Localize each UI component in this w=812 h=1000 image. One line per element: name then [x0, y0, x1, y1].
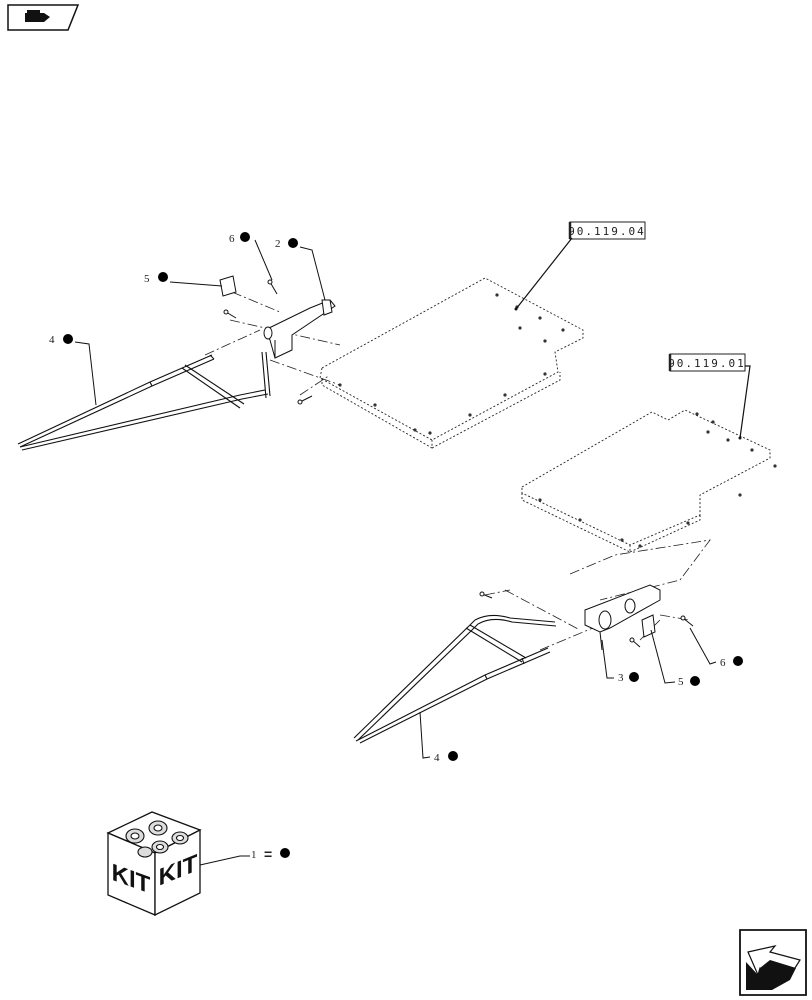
upper-bolts: [223, 279, 313, 405]
callout-5-upper[interactable]: 5: [144, 272, 223, 287]
callout-dot: [448, 751, 458, 761]
callout-3[interactable]: 3: [601, 639, 639, 684]
lower-bolts: [479, 591, 694, 648]
upper-plate: [219, 275, 237, 297]
ref-label-lower: 90.119.01: [668, 357, 746, 370]
kit-equals-sign: =: [264, 846, 272, 862]
upper-platform: [319, 277, 584, 449]
callout-2[interactable]: 2: [275, 238, 326, 301]
callout-4-lower[interactable]: 4: [419, 711, 458, 764]
callout-label-4-lower: 4: [434, 752, 440, 764]
lower-dash-dot-lines: [484, 539, 711, 651]
lower-frame: [353, 614, 557, 744]
callout-dot: [240, 232, 250, 242]
upper-frame: [17, 351, 271, 451]
upper-bracket: [263, 299, 336, 359]
book-nav-icon[interactable]: [7, 4, 80, 31]
callout-label-1: 1: [251, 849, 257, 861]
callout-dot: [63, 334, 73, 344]
callout-dot: [733, 656, 743, 666]
kit-box-illustration: KIT KIT: [106, 811, 202, 917]
ref-label-upper: 90.119.04: [568, 225, 646, 238]
lower-platform-holes: [538, 412, 777, 548]
callout-label-3: 3: [618, 672, 624, 684]
lower-plate: [641, 614, 656, 638]
ref-box-lower[interactable]: 90.119.01: [668, 353, 751, 440]
callout-dot: [629, 672, 639, 682]
callout-label-4-upper: 4: [49, 334, 55, 346]
callout-5-lower[interactable]: 5: [650, 629, 700, 688]
callout-label-2: 2: [275, 238, 281, 250]
callout-dot: [158, 272, 168, 282]
callout-6-upper[interactable]: 6: [229, 232, 273, 281]
kit-fittings: [125, 820, 189, 858]
ref-box-upper[interactable]: 90.119.04: [514, 221, 646, 311]
callout-label-6-upper: 6: [229, 233, 235, 245]
callout-4-upper[interactable]: 4: [49, 334, 97, 406]
lower-platform: [521, 409, 771, 553]
callout-label-5-lower: 5: [678, 676, 684, 688]
next-page-arrow-icon[interactable]: [739, 929, 807, 996]
callout-1[interactable]: 1 =: [199, 846, 290, 866]
callout-dot: [288, 238, 298, 248]
callout-label-6-lower: 6: [720, 657, 726, 669]
callout-label-5-upper: 5: [144, 273, 150, 285]
upper-dash-dot-lines: [204, 291, 341, 396]
callout-dot: [280, 848, 290, 858]
callout-dot: [690, 676, 700, 686]
callout-6-lower[interactable]: 6: [689, 627, 743, 669]
lower-bracket: [584, 584, 661, 651]
